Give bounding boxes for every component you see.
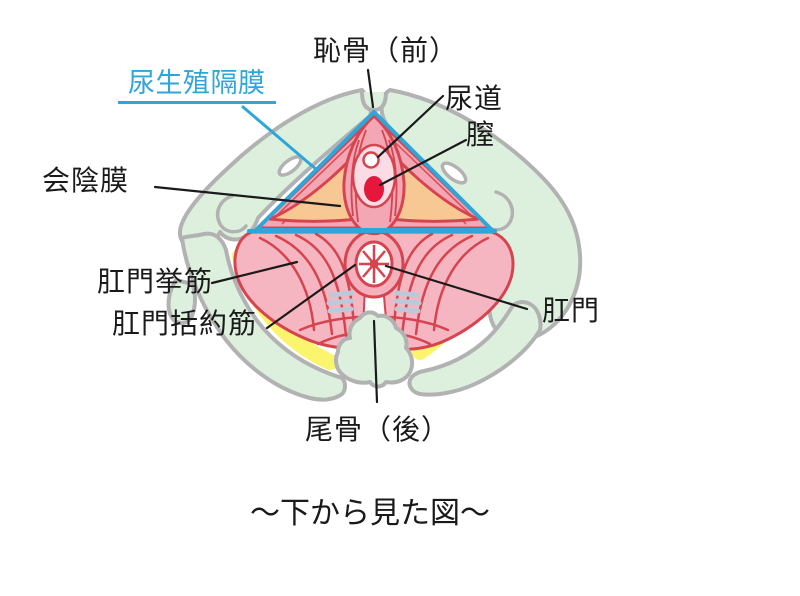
label-levator-ani: 肛門挙筋: [97, 265, 214, 298]
leader-lines: [153, 68, 529, 404]
bone-lower-left: [180, 231, 347, 402]
bone-foramen-left: [277, 155, 303, 177]
urethra-opening: [362, 151, 380, 169]
bone-details: [215, 155, 515, 234]
leader-pubis: [366, 68, 375, 109]
leader-vagina: [378, 138, 468, 187]
leader-anal-sphincter: [265, 263, 357, 330]
label-anal-sphincter: 肛門括約筋: [112, 307, 258, 340]
label-pubis: 恥骨（前）: [313, 34, 459, 67]
vagina-opening: [364, 176, 384, 202]
label-urethra: 尿道: [445, 82, 504, 115]
leader-urogenital-diaphragm: [241, 105, 319, 172]
label-vagina: 膣: [466, 118, 496, 151]
bone-left-horn: [166, 278, 197, 325]
pelvic-bone: [166, 88, 583, 402]
leader-anus: [384, 264, 529, 311]
anus-structure: [343, 229, 405, 299]
bone-lower-right: [407, 300, 543, 397]
leader-coccyx: [372, 319, 379, 404]
urogenital-diaphragm-outline: [247, 110, 497, 233]
leader-perineal-membrane: [153, 185, 342, 208]
caption: 〜下から見た図〜: [250, 496, 490, 531]
label-urogenital-diaphragm: 尿生殖隔膜: [118, 69, 276, 105]
leader-levator-ani: [210, 260, 299, 285]
bone-left-wing: [178, 88, 373, 251]
sphincter-hatches: [326, 290, 422, 314]
label-anus: 肛門: [542, 294, 601, 327]
leader-urethra: [376, 94, 445, 159]
bone-foramen-right: [440, 161, 468, 185]
label-coccyx: 尾骨（後）: [305, 413, 451, 446]
label-perineal-membrane: 会陰膜: [42, 164, 130, 197]
muscle-fiber-lines: [258, 232, 490, 346]
urogenital-triangle: [256, 113, 492, 236]
